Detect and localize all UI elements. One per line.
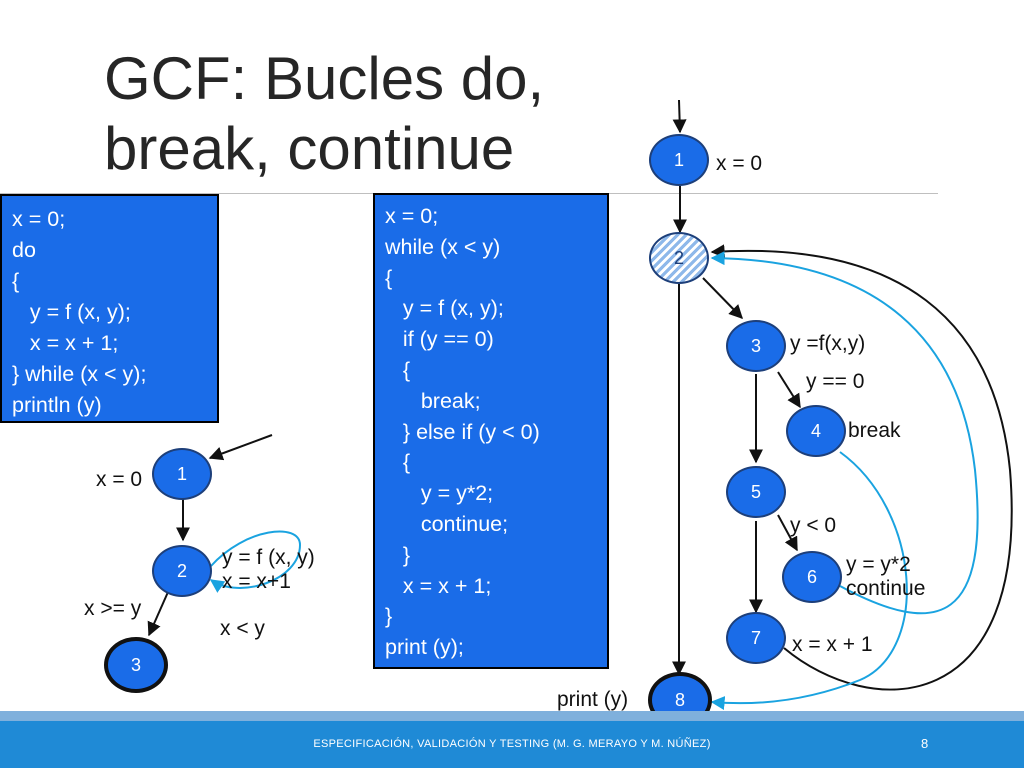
edge-6-2-continue — [710, 251, 979, 615]
code-block-while-break-continue: x = 0; while (x < y) { y = f (x, y); if … — [373, 193, 609, 669]
code-block-do-while: x = 0; do { y = f (x, y); x = x + 1; } w… — [0, 194, 219, 423]
edge-small-entry — [208, 434, 273, 461]
label-e56: y < 0 — [790, 514, 837, 537]
slide-title: GCF: Bucles do, break, continue — [104, 45, 545, 182]
small-label-exit: x >= y — [84, 597, 142, 620]
node-3: 3 — [726, 320, 786, 372]
node-6: 6 — [782, 551, 842, 603]
edge-entry — [672, 99, 687, 134]
small-node-3: 3 — [104, 637, 168, 693]
edge-small-2-3 — [147, 591, 169, 637]
edge-small-2-2-loop — [209, 530, 302, 593]
footer-accent-band — [0, 711, 1024, 721]
footer-bar — [0, 721, 1024, 768]
node-1: 1 — [649, 134, 709, 186]
small-node-1: 1 — [152, 448, 212, 500]
node-7: 7 — [726, 612, 786, 664]
small-label-loop: x < y — [220, 617, 265, 640]
label-n4: break — [848, 419, 901, 442]
small-label-n2: y = f (x, y) x = x+1 — [222, 546, 315, 593]
edge-7-2-loop — [710, 244, 1013, 691]
small-label-n1: x = 0 — [96, 468, 143, 491]
edge-4-8-break — [710, 451, 908, 711]
edge-5-6 — [777, 514, 798, 552]
label-n7: x = x + 1 — [792, 633, 873, 656]
node-4: 4 — [786, 405, 846, 457]
label-e34: y == 0 — [806, 370, 865, 393]
small-node-2: 2 — [152, 545, 212, 597]
footer-text: ESPECIFICACIÓN, VALIDACIÓN Y TESTING (M.… — [313, 738, 711, 750]
edge-2-3 — [702, 277, 743, 320]
label-n8: print (y) — [557, 688, 629, 711]
edge-3-4 — [777, 371, 801, 409]
page-number: 8 — [921, 736, 929, 751]
node-5: 5 — [726, 466, 786, 518]
node-2: 2 — [649, 232, 709, 284]
label-n1: x = 0 — [716, 152, 763, 175]
label-n3: y =f(x,y) — [790, 332, 866, 355]
label-n6: y = y*2 continue — [846, 553, 926, 600]
